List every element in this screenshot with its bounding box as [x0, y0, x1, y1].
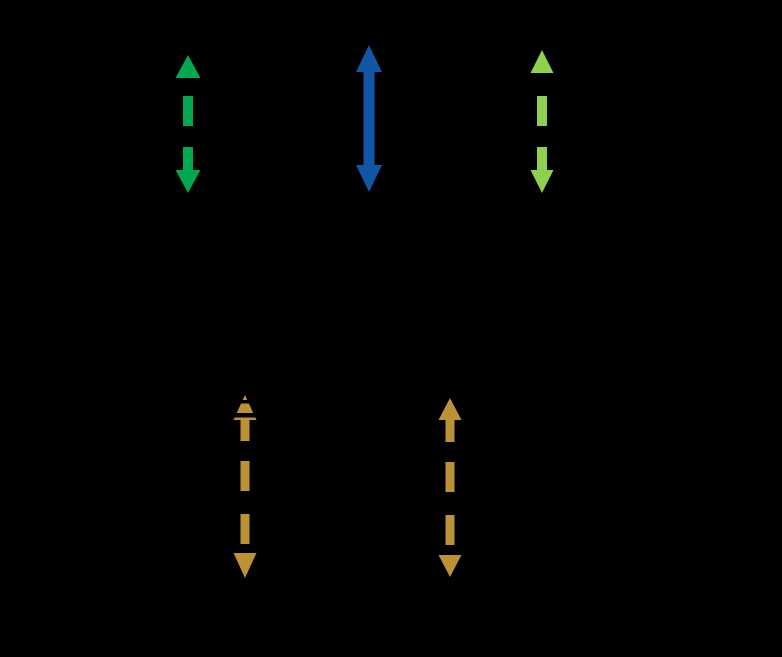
light-green-dashed-double-arrow-down-head — [530, 170, 554, 193]
blue-solid-double-arrow-down-head — [356, 165, 382, 192]
gold-dashed-double-arrow-right-down-head — [438, 555, 462, 577]
green-dashed-double-arrow-up-head — [175, 55, 201, 78]
blue-solid-double-arrow-up-head — [356, 45, 382, 72]
gold-dashed-double-arrow-left-down-head — [233, 553, 257, 578]
gold-dashed-double-arrow-right-up-head — [438, 398, 462, 420]
gold-dashed-double-arrow-left-occlusion-stripe-2 — [229, 413, 261, 418]
light-green-dashed-double-arrow — [530, 50, 554, 193]
light-green-dashed-double-arrow-up-head — [530, 50, 554, 73]
gold-dashed-double-arrow-left-occlusion-stripe-1 — [229, 400, 261, 404]
green-dashed-double-arrow — [175, 55, 201, 193]
gold-dashed-double-arrow-left — [229, 395, 261, 578]
green-dashed-double-arrow-down-head — [175, 170, 201, 193]
gold-dashed-double-arrow-right — [438, 398, 462, 577]
blue-solid-double-arrow — [356, 45, 382, 192]
